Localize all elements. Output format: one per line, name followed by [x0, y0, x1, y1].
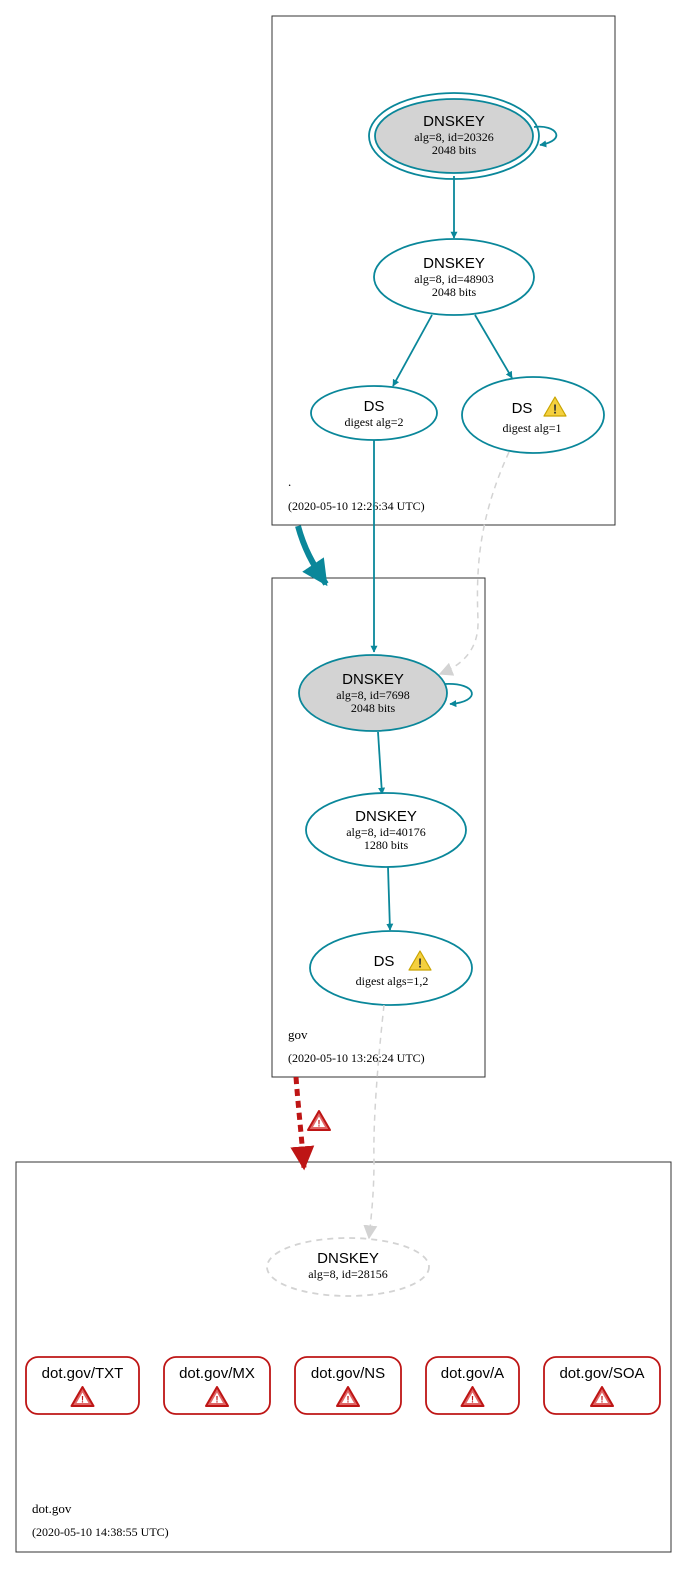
node-root-dnskey-zsk: DNSKEY alg=8, id=48903 2048 bits [373, 238, 535, 316]
edge-gov-zsk-to-ds [386, 866, 394, 931]
rrset-label: dot.gov/MX [179, 1365, 255, 1382]
rrset-ns: dot.gov/NS [294, 1356, 402, 1415]
node-title: DNSKEY [355, 808, 417, 825]
zone-root-timestamp: (2020-05-10 12:26:34 UTC) [288, 499, 425, 513]
node-root-ds-digest2: DS digest alg=2 [310, 385, 438, 441]
node-title: DNSKEY [342, 671, 404, 688]
node-dotgov-dnskey: DNSKEY alg=8, id=28156 [266, 1237, 430, 1297]
node-title: DNSKEY [317, 1250, 379, 1267]
rrset-soa: dot.gov/SOA [543, 1356, 661, 1415]
zone-root-box [271, 15, 616, 526]
node-title: DS [374, 953, 395, 970]
rrset-label: dot.gov/SOA [559, 1365, 644, 1382]
node-root-dnskey-ksk: DNSKEY alg=8, id=20326 2048 bits [368, 92, 540, 180]
node-title: DS [512, 400, 533, 417]
node-detail: alg=8, id=48903 [414, 272, 494, 286]
zone-dotgov-name: dot.gov [32, 1501, 72, 1516]
node-root-ds-digest1: DS digest alg=1 [461, 376, 605, 454]
zone-gov-timestamp: (2020-05-10 13:26:24 UTC) [288, 1051, 425, 1065]
edge-delegation-gov-to-dotgov [290, 1076, 315, 1171]
node-detail: 1280 bits [364, 838, 409, 852]
edge-root-zsk-to-ds1 [474, 314, 513, 379]
node-gov-ds: DS digest algs=1,2 [309, 930, 473, 1006]
node-gov-dnskey-zsk: DNSKEY alg=8, id=40176 1280 bits [305, 792, 467, 868]
node-detail: 2048 bits [351, 701, 396, 715]
rrset-mx: dot.gov/MX [163, 1356, 271, 1415]
error-icon [307, 1110, 331, 1131]
node-detail: alg=8, id=7698 [336, 688, 410, 702]
rrset-txt: dot.gov/TXT [25, 1356, 140, 1415]
edge-gov-ds-to-dotgov-dnskey [363, 1004, 385, 1240]
node-title: DNSKEY [423, 113, 485, 130]
node-title: DS [364, 398, 385, 415]
rrset-label: dot.gov/TXT [42, 1365, 124, 1382]
zone-dotgov-box [15, 1161, 672, 1553]
edge-root-zsk-to-ds2 [392, 314, 433, 387]
zone-gov-name: gov [288, 1027, 308, 1042]
node-detail: 2048 bits [432, 143, 477, 157]
zone-dotgov-timestamp: (2020-05-10 14:38:55 UTC) [32, 1525, 169, 1539]
zone-root-name: . [288, 474, 291, 489]
node-detail: digest algs=1,2 [356, 974, 429, 988]
edge-root-ksk-self [533, 125, 558, 148]
rrset-label: dot.gov/A [441, 1365, 504, 1382]
rrset-label: dot.gov/NS [311, 1365, 385, 1382]
node-detail: 2048 bits [432, 285, 477, 299]
edge-delegation-root-to-gov [295, 525, 329, 587]
node-detail: alg=8, id=20326 [414, 130, 494, 144]
zone-gov-box [271, 577, 486, 1078]
node-detail: alg=8, id=40176 [346, 825, 426, 839]
node-detail: alg=8, id=28156 [308, 1267, 388, 1281]
edge-gov-ksk-to-zsk [377, 731, 386, 795]
edge-gov-ksk-self [443, 683, 473, 708]
node-gov-dnskey-ksk: DNSKEY alg=8, id=7698 2048 bits [298, 654, 448, 732]
node-title: DNSKEY [423, 255, 485, 272]
node-detail: digest alg=1 [502, 421, 561, 435]
node-detail: digest alg=2 [344, 415, 403, 429]
edge-root-ds1-to-gov-ksk [438, 451, 510, 676]
rrset-a: dot.gov/A [425, 1356, 520, 1415]
